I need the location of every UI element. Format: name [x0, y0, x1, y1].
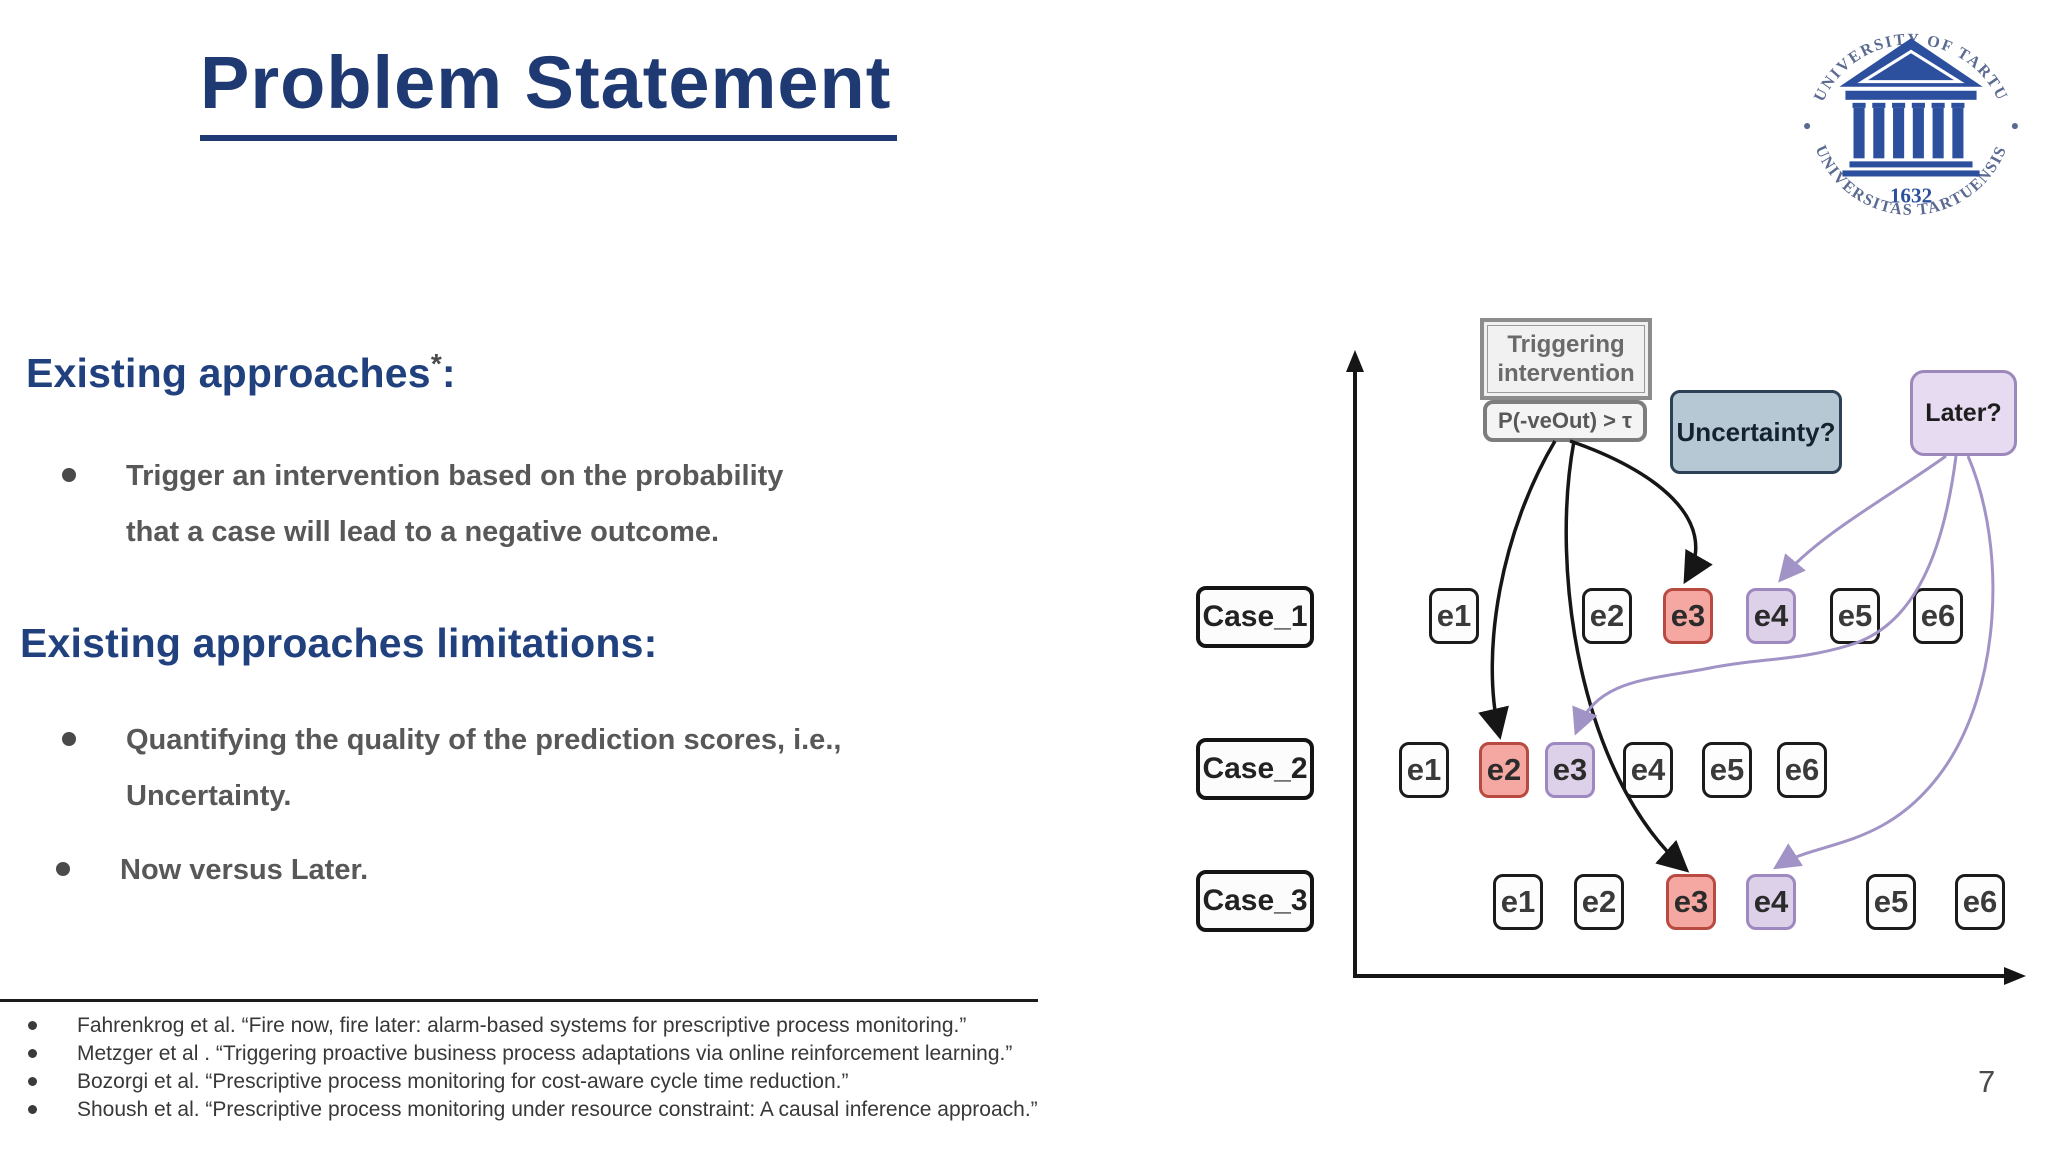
- heading-limitations: Existing approaches limitations:: [20, 620, 658, 666]
- footnote-item: Bozorgi et al. “Prescriptive process mon…: [28, 1068, 1128, 1095]
- bullet-dot: [28, 1105, 37, 1114]
- event-box-intervene-now: e3: [1666, 874, 1716, 930]
- triggering-intervention-box: Triggering intervention: [1480, 318, 1652, 400]
- case-2-label: Case_2: [1196, 738, 1314, 800]
- case-1-label: Case_1: [1196, 586, 1314, 648]
- process-diagram: Triggering intervention P(-veOut) > τ Un…: [1150, 230, 2048, 1030]
- footnote-asterisk: *: [430, 348, 442, 379]
- uncertainty-box: Uncertainty?: [1670, 390, 1842, 474]
- event-box: e6: [1913, 588, 1963, 644]
- bullet-line: Uncertainty.: [126, 780, 292, 812]
- footnote-text: Shoush et al. “Prescriptive process moni…: [77, 1098, 1038, 1121]
- case-3-label: Case_3: [1196, 870, 1314, 932]
- event-box-intervene-now: e3: [1663, 588, 1713, 644]
- arrow-later-case1-e4: [1778, 454, 1947, 583]
- triggering-line1: Triggering: [1507, 331, 1625, 358]
- footnote-text: Fahrenkrog et al. “Fire now, fire later:…: [77, 1014, 967, 1037]
- logo-year: 1632: [1890, 184, 1932, 208]
- triggering-line2: intervention: [1497, 360, 1635, 387]
- arrow-later-case3-e4: [1772, 455, 1995, 870]
- event-box: e5: [1830, 588, 1880, 644]
- event-box: e2: [1582, 588, 1632, 644]
- bullet-line: Quantifying the quality of the predictio…: [126, 724, 842, 756]
- footnote-text: Metzger et al . “Triggering proactive bu…: [77, 1042, 1013, 1065]
- bullet-trigger-intervention: Trigger an intervention based on the pro…: [62, 448, 783, 560]
- footnote-item: Shoush et al. “Prescriptive process moni…: [28, 1096, 1128, 1123]
- event-box: e1: [1429, 588, 1479, 644]
- event-box-intervene-later: e4: [1746, 874, 1796, 930]
- bullet-dot: [56, 862, 70, 876]
- bullet-dot: [28, 1077, 37, 1086]
- event-box-intervene-later: e3: [1545, 742, 1595, 798]
- page-number: 7: [1978, 1064, 1996, 1099]
- footnote-item: Metzger et al . “Triggering proactive bu…: [28, 1040, 1128, 1067]
- footnote-divider: [0, 999, 1038, 1002]
- arrow-now-case2-e2: [1478, 440, 1557, 740]
- footnote-item: Fahrenkrog et al. “Fire now, fire later:…: [28, 1012, 1128, 1039]
- bullet-line: that a case will lead to a negative outc…: [126, 516, 720, 548]
- bullet-dot: [62, 468, 76, 482]
- event-box-intervene-later: e4: [1746, 588, 1796, 644]
- logo-separator-dot: [1804, 123, 1811, 130]
- bullet-line: Trigger an intervention based on the pro…: [126, 460, 784, 492]
- y-axis-arrowhead: [1346, 350, 1364, 372]
- later-box: Later?: [1910, 370, 2017, 456]
- event-box: e4: [1623, 742, 1673, 798]
- event-box: e5: [1866, 874, 1916, 930]
- bullet-now-versus-later: Now versus Later.: [56, 842, 368, 898]
- bullet-uncertainty: Quantifying the quality of the predictio…: [62, 712, 841, 824]
- logo-building-icon: 1632: [1839, 38, 1983, 208]
- bullet-dot: [28, 1021, 37, 1030]
- event-box: e1: [1493, 874, 1543, 930]
- logo-separator-dot: [2011, 123, 2018, 130]
- page-title: Problem Statement: [200, 40, 898, 141]
- heading-existing-approaches-label: Existing approaches: [26, 350, 431, 396]
- arrow-now-case3-e3: [1564, 440, 1690, 873]
- footnote-text: Bozorgi et al. “Prescriptive process mon…: [77, 1070, 849, 1093]
- heading-colon: :: [441, 350, 456, 396]
- event-box: e5: [1702, 742, 1752, 798]
- event-box: e2: [1574, 874, 1624, 930]
- bullet-dot: [62, 732, 76, 746]
- probability-threshold-box: P(-veOut) > τ: [1483, 400, 1647, 442]
- bullet-line: Now versus Later.: [120, 854, 369, 886]
- event-box: e6: [1777, 742, 1827, 798]
- event-box: e6: [1955, 874, 2005, 930]
- footnotes: Fahrenkrog et al. “Fire now, fire later:…: [28, 1012, 1128, 1124]
- x-axis-arrowhead: [2004, 967, 2026, 985]
- heading-existing-approaches: Existing approaches*:: [26, 348, 456, 397]
- event-box: e1: [1399, 742, 1449, 798]
- bullet-dot: [28, 1049, 37, 1058]
- university-of-tartu-logo: UNIVERSITY OF TARTU UNIVERSITAS TARTUENS…: [1804, 31, 2018, 219]
- event-box-intervene-now: e2: [1479, 742, 1529, 798]
